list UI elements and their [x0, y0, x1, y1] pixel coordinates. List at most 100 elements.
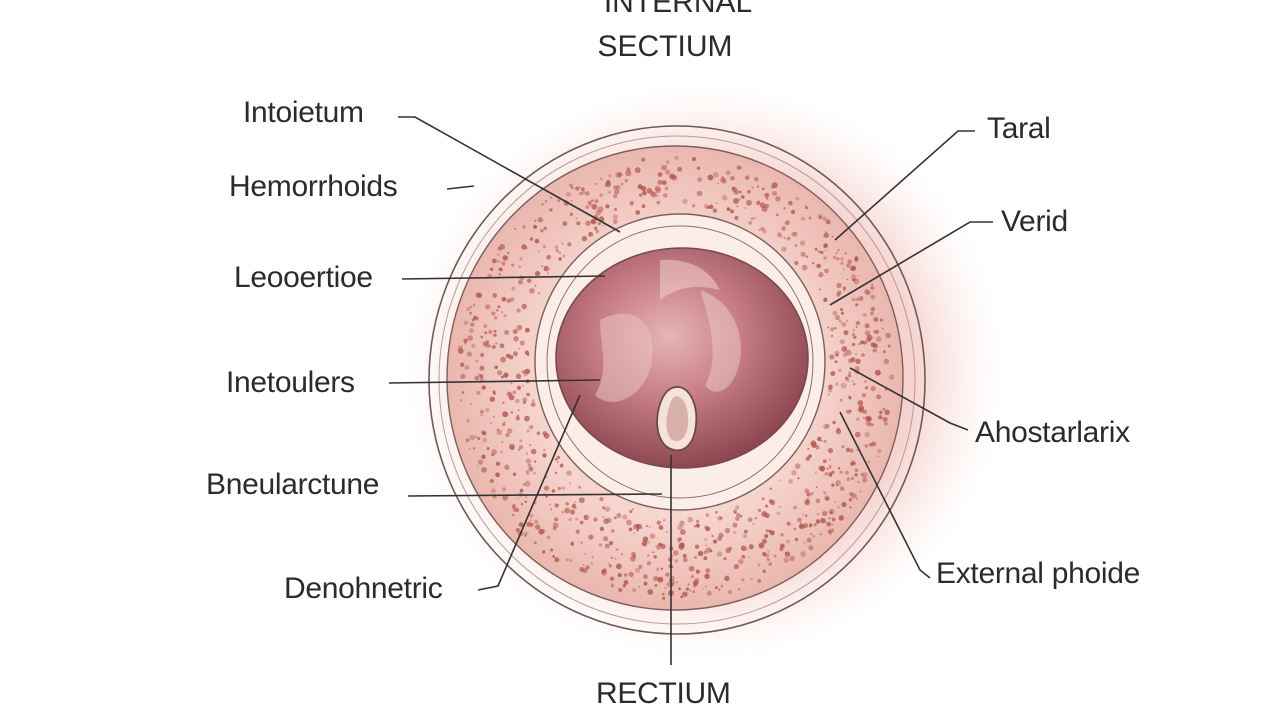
tissue-speckle — [574, 501, 577, 504]
tissue-speckle — [542, 453, 547, 458]
tissue-speckle — [845, 349, 852, 356]
tissue-speckle — [705, 568, 711, 574]
tissue-speckle — [805, 206, 808, 210]
tissue-speckle — [463, 320, 469, 326]
tissue-speckle — [692, 590, 695, 593]
tissue-speckle — [825, 219, 831, 225]
tissue-speckle — [656, 194, 659, 198]
tissue-speckle — [524, 500, 528, 503]
tissue-speckle — [558, 257, 562, 261]
tissue-speckle — [579, 520, 584, 525]
tissue-speckle — [838, 515, 845, 521]
tissue-speckle — [814, 471, 818, 474]
tissue-speckle — [849, 492, 855, 497]
tissue-speckle — [604, 543, 610, 549]
tissue-speckle — [513, 351, 518, 357]
tissue-speckle — [838, 368, 842, 373]
tissue-speckle — [748, 221, 752, 225]
tissue-speckle — [515, 528, 520, 533]
tissue-speckle — [654, 185, 661, 192]
tissue-speckle — [499, 243, 506, 250]
tissue-speckle — [716, 551, 723, 557]
tissue-speckle — [486, 446, 490, 451]
tissue-speckle — [665, 531, 668, 534]
tissue-speckle — [628, 571, 634, 578]
tissue-speckle — [761, 187, 765, 191]
tissue-speckle — [649, 533, 656, 539]
tissue-speckle — [498, 267, 503, 272]
tissue-speckle — [854, 473, 858, 477]
tissue-speckle — [804, 488, 810, 494]
tissue-speckle — [613, 516, 617, 520]
tissue-speckle — [518, 522, 524, 528]
tissue-speckle — [769, 487, 773, 490]
tissue-speckle — [653, 555, 657, 559]
tissue-speckle — [599, 193, 603, 197]
tissue-speckle — [518, 265, 521, 268]
tissue-speckle — [519, 439, 523, 443]
tissue-speckle — [856, 417, 860, 421]
tissue-speckle — [838, 319, 842, 323]
tissue-speckle — [680, 529, 686, 535]
tissue-speckle — [477, 292, 482, 298]
tissue-speckle — [500, 356, 507, 363]
tissue-speckle — [717, 515, 723, 521]
tissue-speckle — [647, 540, 650, 544]
tissue-speckle — [613, 194, 618, 199]
tissue-speckle — [851, 380, 854, 383]
tissue-speckle — [638, 193, 643, 197]
tissue-speckle — [663, 519, 666, 522]
tissue-speckle — [836, 257, 840, 261]
tissue-speckle — [862, 313, 867, 317]
tissue-speckle — [715, 202, 718, 205]
tissue-speckle — [846, 477, 850, 481]
tissue-speckle — [705, 513, 710, 518]
tissue-speckle — [741, 554, 746, 559]
tissue-speckle — [834, 360, 838, 364]
tissue-speckle — [569, 509, 576, 515]
tissue-speckle — [636, 528, 640, 532]
tissue-speckle — [558, 251, 561, 254]
tissue-speckle — [819, 533, 823, 536]
tissue-speckle — [764, 553, 770, 559]
tissue-speckle — [679, 520, 685, 527]
tissue-speckle — [616, 513, 622, 518]
tissue-speckle — [525, 470, 529, 474]
tissue-speckle — [475, 359, 479, 363]
tissue-speckle — [808, 545, 814, 551]
tissue-speckle — [836, 427, 841, 432]
tissue-speckle — [473, 447, 476, 450]
tissue-speckle — [647, 554, 650, 557]
tissue-speckle — [542, 550, 546, 554]
tissue-speckle — [522, 397, 528, 403]
tissue-speckle — [864, 323, 870, 329]
tissue-speckle — [660, 543, 666, 550]
tissue-speckle — [495, 472, 500, 478]
tissue-speckle — [762, 551, 767, 557]
tissue-speckle — [874, 369, 881, 376]
tissue-speckle — [614, 189, 620, 195]
leader-taral — [834, 130, 975, 241]
tissue-speckle — [870, 294, 876, 300]
tissue-speckle — [612, 219, 618, 225]
tissue-speckle — [676, 581, 678, 584]
tissue-speckle — [872, 343, 878, 349]
tissue-speckle — [674, 155, 679, 160]
tissue-speckle — [529, 444, 532, 447]
tissue-speckle — [880, 413, 883, 415]
tissue-speckle — [525, 496, 527, 499]
tissue-speckle — [481, 454, 486, 460]
tissue-speckle — [830, 327, 835, 332]
tissue-speckle — [712, 539, 718, 544]
tissue-speckle — [635, 210, 641, 215]
tissue-speckle — [580, 187, 585, 192]
tissue-speckle — [501, 296, 507, 302]
tissue-speckle — [688, 565, 695, 572]
tissue-speckle — [862, 477, 868, 483]
tissue-speckle — [650, 191, 657, 198]
tissue-speckle — [718, 532, 724, 538]
tissue-speckle — [848, 371, 851, 375]
tissue-speckle — [779, 543, 785, 549]
tissue-speckle — [469, 328, 474, 333]
tissue-speckle — [479, 374, 484, 379]
